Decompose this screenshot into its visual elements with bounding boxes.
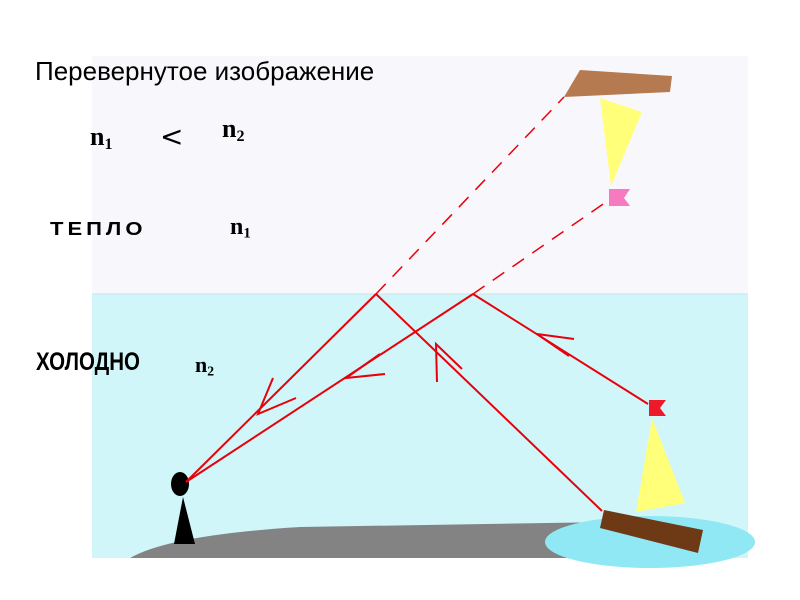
arrow-hull-up [434, 341, 463, 383]
warm-n-subscript: 1 [243, 225, 251, 242]
n2-subscript: 2 [236, 128, 245, 146]
water [545, 516, 755, 568]
arrow-flag-to-eye [342, 353, 386, 380]
ship-hull [600, 510, 703, 553]
observer [171, 472, 195, 544]
refractive-index-n2: n2 [222, 114, 245, 146]
warm-layer-label: ТЕПЛО [50, 217, 147, 240]
cold-n-subscript: 2 [207, 363, 215, 379]
refractive-index-n1: n1 [90, 122, 113, 154]
ray-hull-up [375, 293, 603, 512]
ray-flag-to-eye [185, 293, 474, 483]
cold-layer-label: ХОЛОДНО [36, 348, 140, 376]
cold-layer-index: n2 [195, 352, 214, 379]
diagram-title: Перевернутое изображение [35, 56, 375, 86]
mirage-hull [564, 70, 672, 97]
observer-head [171, 472, 189, 496]
n1-symbol: n [90, 122, 105, 151]
observer-body [174, 497, 195, 544]
mirage-flag [609, 189, 630, 206]
less-than-sign: < [160, 120, 184, 153]
ship-flag [649, 400, 666, 416]
virtual-ray-flag [472, 199, 610, 295]
ray-arrows [256, 333, 575, 416]
arrow-hull-to-eye [256, 377, 297, 416]
cold-air-layer [92, 294, 748, 558]
ray-hull-to-eye [185, 293, 377, 483]
warm-n-symbol: n [230, 214, 244, 240]
arrow-flag-up [536, 333, 575, 357]
virtual-ray-hull [375, 96, 565, 295]
n1-subscript: 1 [104, 136, 113, 154]
cold-n-symbol: n [195, 352, 208, 377]
n2-symbol: n [222, 114, 237, 143]
ship-sail [636, 418, 685, 512]
ground [130, 522, 610, 558]
virtual-rays [375, 96, 610, 295]
warm-layer-index: n1 [230, 214, 251, 243]
warm-air-layer [92, 56, 748, 294]
mirage-sail [600, 98, 642, 186]
